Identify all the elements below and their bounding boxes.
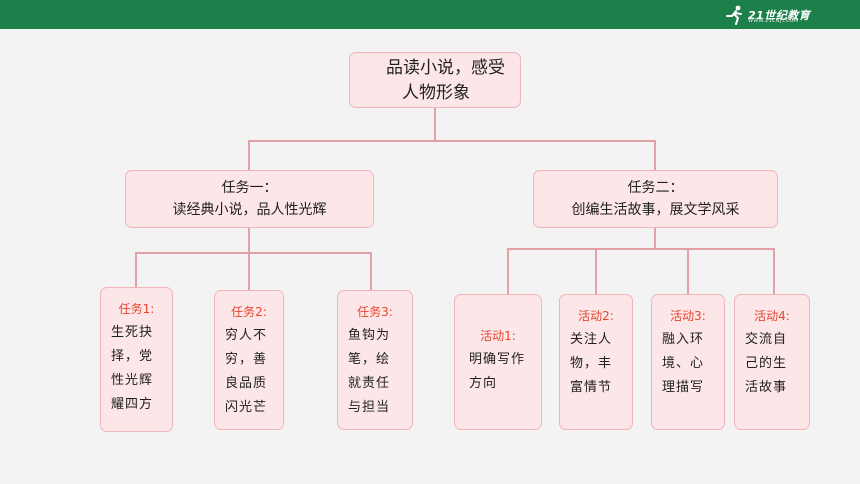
logo-text: 21世纪教育 [748,8,811,22]
task2-activity4-label: 活动4: [754,309,790,323]
task1-sub1-node: 任务1: 生死抉 择，党 性光辉 耀四方 [100,287,173,432]
task1-sub2-node: 任务2: 穷人不 穷，善 良品质 闪光芒 [214,290,284,430]
task2-activity4-node: 活动4: 交流自 己的生 活故事 [734,294,810,430]
task1-sub1-line1: 生死抉 [111,325,154,340]
task1-sub1-line2: 择，党 [111,349,154,364]
task2-activity2-node: 活动2: 关注人 物，丰 富情节 [559,294,633,430]
task1-sub2-line1: 穷人不 [225,328,268,343]
task2-node: 任务二： 创编生活故事，展文学风采 [533,170,778,228]
task2-title: 任务二： [627,180,684,196]
task1-sub1-label: 任务1: [118,302,155,316]
task2-activity1-label: 活动1: [480,329,516,343]
task1-title: 任务一： [221,180,278,196]
task2-activity2-line3: 富情节 [570,380,613,395]
task1-sub2-line4: 闪光芒 [225,400,268,415]
root-line2: 人物形象 [402,83,470,103]
task2-activity2-line2: 物，丰 [570,356,613,371]
task2-activity2-label: 活动2: [578,309,614,323]
task2-activity3-node: 活动3: 融入环 境、心 理描写 [651,294,725,430]
task1-subtitle: 读经典小说，品人性光辉 [172,202,327,218]
runner-icon [726,5,742,25]
task1-sub2-label: 任务2: [231,305,267,319]
connector-level1 [248,140,656,170]
root-node: 品读小说，感受 人物形象 [349,52,521,108]
task2-activity3-label: 活动3: [670,309,706,323]
connector-task1-branch [135,252,372,291]
task1-sub3-line4: 与担当 [348,400,391,415]
task2-activity1-node: 活动1: 明确写作 方向 [454,294,542,430]
task2-activity2-line1: 关注人 [570,332,613,347]
root-line1: 品读小说，感受 [386,58,505,78]
header-bar: 21世纪教育 WWW.21CNJY.COM [0,0,860,29]
task1-sub3-line2: 笔，绘 [348,352,391,367]
task1-sub1-line3: 性光辉 [111,373,154,388]
task2-activity1-line2: 方向 [469,376,498,391]
task2-activity3-line1: 融入环 [662,332,705,347]
task1-sub2-line3: 良品质 [225,376,268,391]
task1-sub3-label: 任务3: [357,305,393,319]
task2-activity4-line1: 交流自 [745,332,788,347]
task1-sub2-line2: 穷，善 [225,352,268,367]
task2-activity3-line2: 境、心 [662,356,705,371]
task2-activity4-line3: 活故事 [745,380,788,395]
task2-activity4-line2: 己的生 [745,356,788,371]
task2-subtitle: 创编生活故事，展文学风采 [571,202,740,218]
connector-task2-branch [507,248,775,294]
task2-activity1-line1: 明确写作 [469,352,526,367]
task2-activity3-line3: 理描写 [662,380,705,395]
task1-sub3-line3: 就责任 [348,376,391,391]
task1-sub3-node: 任务3: 鱼钩为 笔，绘 就责任 与担当 [337,290,413,430]
task1-sub1-line4: 耀四方 [111,397,154,412]
logo-url: WWW.21CNJY.COM [748,18,799,24]
task1-node: 任务一： 读经典小说，品人性光辉 [125,170,374,228]
task1-sub3-line1: 鱼钩为 [348,328,391,343]
logo: 21世纪教育 WWW.21CNJY.COM [724,4,810,26]
